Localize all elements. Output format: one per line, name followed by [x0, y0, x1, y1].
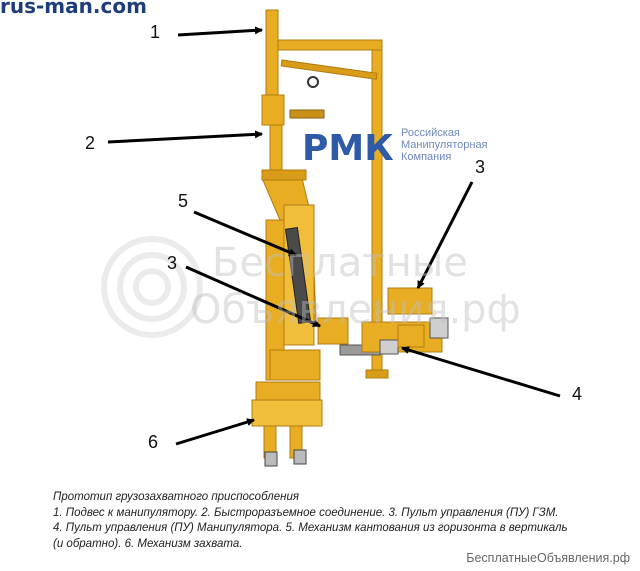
logo-line-1: Российская	[401, 127, 460, 139]
arrow-3-right	[416, 181, 474, 289]
watermark-line-1: Бесплатные	[212, 240, 468, 286]
rmk-logo-text: Российская Манипуляторная Компания	[401, 127, 488, 163]
arrow-6	[175, 418, 255, 446]
caption-title: Прототип грузозахватного приспособления	[53, 491, 300, 503]
footer-watermark: БесплатныеОбъявления.рф	[466, 551, 630, 565]
logo-line-3: Компания	[401, 151, 452, 163]
callout-4: 4	[572, 384, 583, 404]
watermark-line-2: Объявления.рф	[190, 287, 521, 333]
figure-caption: Прототип грузозахватного приспособления …	[53, 490, 638, 552]
caption-line-1: 1. Подвес к манипулятору. 2. Быстроразъе…	[53, 506, 559, 519]
support-frame	[269, 39, 389, 379]
callout-5: 5	[178, 191, 189, 211]
callout-2: 2	[85, 133, 96, 153]
callout-3-left: 3	[167, 253, 178, 273]
arrow-5	[193, 210, 297, 257]
gripper-mechanism	[251, 381, 323, 467]
suspension-mast	[261, 9, 325, 171]
callout-1: 1	[150, 22, 161, 42]
caption-line-3: (и обратно). 6. Механизм захвата.	[53, 537, 243, 550]
callout-arrows	[107, 26, 561, 446]
watermark-logo	[101, 236, 203, 338]
logo-line-2: Манипуляторная	[401, 139, 488, 151]
callout-3-right: 3	[475, 157, 486, 177]
arrow-1	[177, 26, 263, 37]
rmk-logo: РМК	[302, 128, 394, 169]
arrow-3-left	[185, 265, 321, 328]
arrow-4	[401, 346, 561, 398]
caption-line-2: 4. Пульт управления (ПУ) Манипулятора. 5…	[53, 522, 568, 534]
callout-6: 6	[148, 432, 159, 452]
rmk-logo-mark: РМК	[302, 128, 394, 169]
site-header: rus-man.com	[0, 0, 147, 18]
arrow-2	[107, 130, 263, 144]
